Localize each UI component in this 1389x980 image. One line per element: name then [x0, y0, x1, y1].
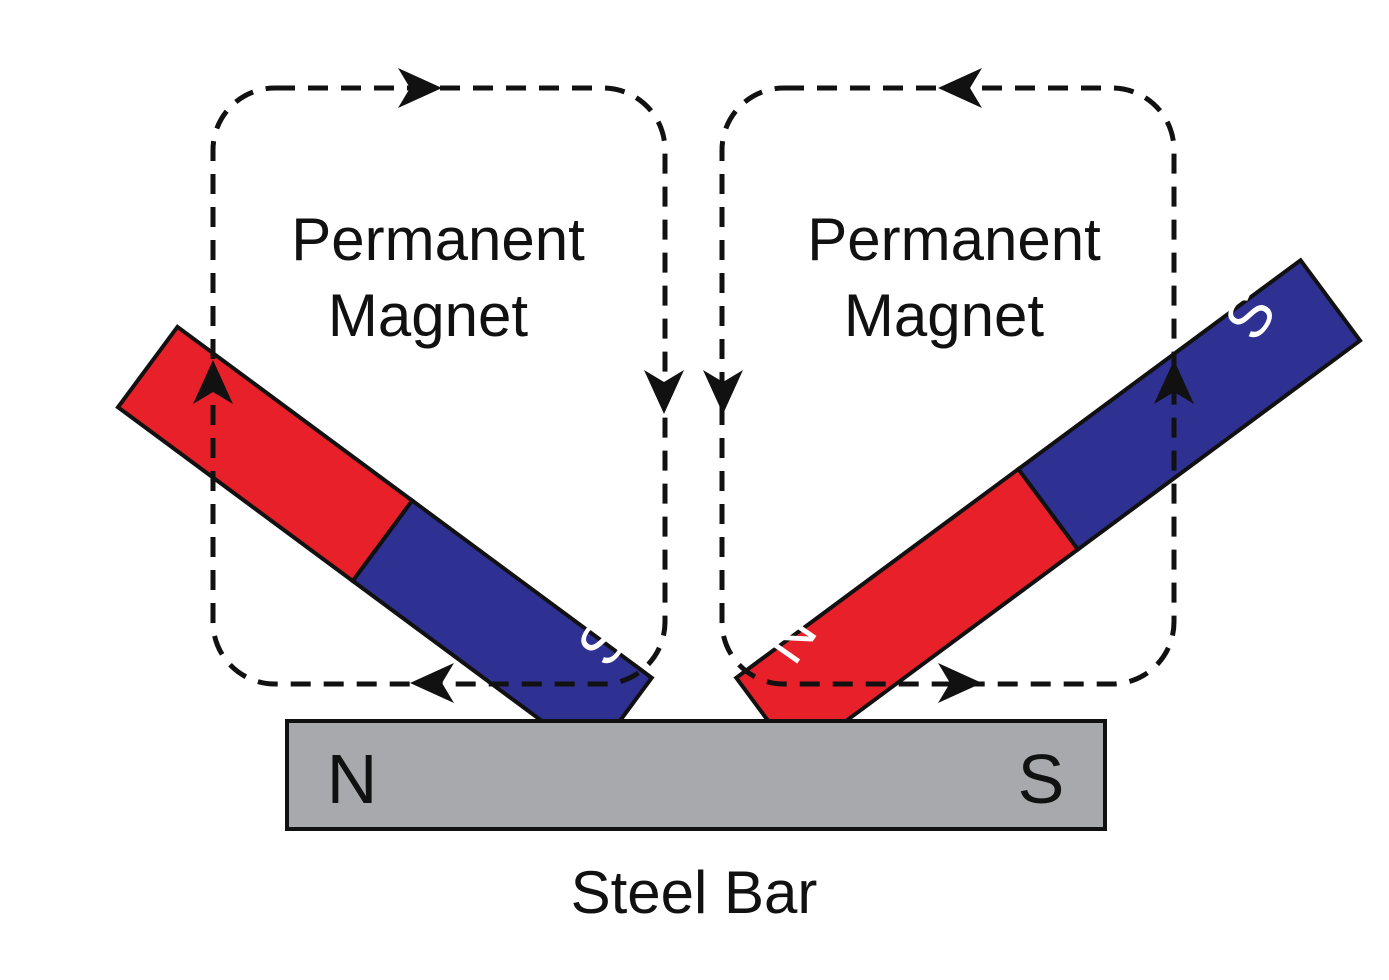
field-arrow-right-top	[938, 68, 982, 108]
field-arrow-left-top	[398, 68, 442, 108]
steel-bar-title: Steel Bar	[571, 859, 818, 926]
left-magnet-title-line2: Magnet	[328, 282, 528, 349]
left-permanent-magnet	[115, 324, 655, 761]
left-magnet-north-half	[115, 324, 415, 584]
field-arrow-left-up	[193, 360, 233, 404]
field-arrow-left-bottom	[410, 663, 454, 703]
field-arrow-right-bottom	[938, 663, 982, 703]
field-arrow-right-down	[703, 370, 743, 414]
field-arrow-left-down	[644, 370, 684, 414]
field-arrow-right-up	[1154, 360, 1194, 404]
right-magnet-title-line2: Magnet	[844, 282, 1044, 349]
right-permanent-magnet	[733, 257, 1363, 761]
right-magnet-south-half	[1015, 257, 1363, 553]
left-magnet-title-line1: Permanent	[291, 206, 585, 273]
steel-bar-north-label: N	[327, 740, 378, 818]
right-magnet-title-line1: Permanent	[807, 206, 1101, 273]
steel-bar-south-label: S	[1018, 740, 1065, 818]
steel-bar	[285, 719, 1107, 831]
